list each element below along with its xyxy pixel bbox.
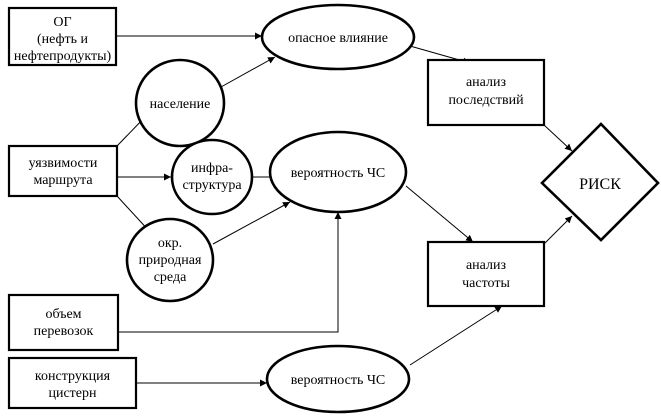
node-infrastructure-label: инфра-структура [182,161,242,193]
label-line: вероятность ЧС [291,373,386,388]
label-line: анализ [466,258,507,273]
node-risk-label: РИСК [579,176,621,193]
node-prob-bottom: вероятность ЧС [265,344,411,414]
label-line: инфра- [191,161,233,176]
label-line: население [150,97,211,112]
node-volume: объем перевозок [7,293,120,352]
node-og: ОГ (нефть и нефтепродукты) [7,6,118,67]
label-line: последствий [448,93,524,108]
label-line: структура [182,178,242,193]
arrow-population-to-danger [211,56,276,93]
label-line: перевозок [34,324,94,339]
node-vulnerability: уязвимости маршрута [7,144,119,198]
arrow-environment-to-prob-top [212,201,291,245]
label-line: маршрута [33,173,93,188]
label-line: частоты [462,276,510,291]
node-vulnerability-label: уязвимости маршрута [29,156,98,188]
label-line: объем [45,307,81,322]
node-danger: опасное влияние [260,3,416,71]
label-line: вероятность ЧС [291,166,386,181]
arrow-frequency-to-risk [543,215,573,245]
label-line: природная [139,253,202,268]
label-line: опасное влияние [288,31,388,46]
node-tanks: конструкция цистерн [7,356,138,410]
node-tanks-label: конструкция цистерн [35,369,111,401]
node-og-label: ОГ (нефть и нефтепродукты) [14,15,112,64]
node-infrastructure: инфра-структура [170,138,254,216]
node-danger-label: опасное влияние [288,31,388,46]
connectors [116,32,573,387]
label-line: нефтепродукты) [14,49,112,64]
label-line: окр. [158,236,182,251]
node-frequency: анализ частоты [426,240,546,308]
label-line: ОГ [53,15,71,30]
node-population: население [134,58,226,148]
node-volume-label: объем перевозок [34,307,94,339]
node-prob-top-label: вероятность ЧС [291,166,386,181]
node-frequency-label: анализ частоты [462,258,510,291]
node-population-label: население [150,97,211,112]
label-line: уязвимости [29,156,98,171]
node-consequences-label: анализ последствий [448,75,524,108]
label-line: анализ [466,75,507,90]
arrow-consequences-to-risk [543,124,573,152]
node-risk: РИСК [540,122,660,242]
arrow-volume-to-prob-top [118,212,342,333]
node-prob-bottom-label: вероятность ЧС [291,373,386,388]
node-environment: окр. природная среда [125,217,215,303]
label-line: (нефть и [37,32,89,47]
node-consequences: анализ последствий [426,58,546,127]
label-line: среда [154,270,187,285]
label-line: цистерн [48,386,97,401]
arrow-prob-top-to-frequency [405,185,474,243]
label-line: конструкция [35,369,111,384]
node-environment-label: окр. природная среда [139,236,202,285]
arrow-prob-bottom-to-frequency [409,305,503,366]
label-line: РИСК [579,176,621,193]
node-prob-top: вероятность ЧС [268,130,408,214]
